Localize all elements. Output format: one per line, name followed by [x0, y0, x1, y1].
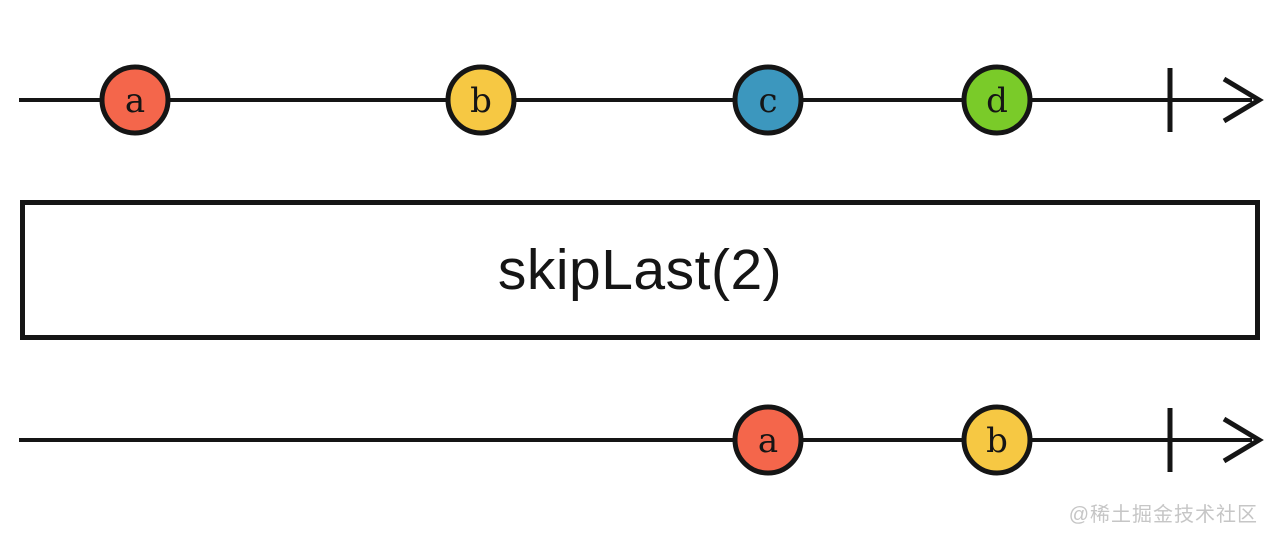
marble-label: b — [470, 81, 492, 121]
input-arrowhead-icon — [1222, 76, 1264, 124]
input-stream: a b c d — [19, 64, 1264, 136]
input-marble-b: b — [445, 64, 517, 136]
marble-label: a — [125, 81, 145, 121]
marble-label: c — [758, 81, 777, 121]
output-stream: a b — [19, 404, 1264, 476]
marble-circle — [732, 64, 804, 136]
input-marble-c: c — [732, 64, 804, 136]
input-marble-a: a — [99, 64, 171, 136]
marble-circle — [732, 404, 804, 476]
marble-label: b — [986, 421, 1008, 461]
marble-label: a — [758, 421, 778, 461]
marble-circle — [445, 64, 517, 136]
output-arrowhead-icon — [1222, 416, 1264, 464]
operator-label: skipLast(2) — [497, 238, 783, 302]
marble-label: d — [986, 81, 1008, 121]
watermark: @稀土掘金技术社区 — [1068, 504, 1258, 526]
input-marble-d: d — [961, 64, 1033, 136]
output-marble-a: a — [732, 404, 804, 476]
output-marble-b: b — [961, 404, 1033, 476]
marble-circle — [99, 64, 171, 136]
operator-box: skipLast(2) — [20, 200, 1260, 340]
marble-circle — [961, 404, 1033, 476]
marble-circle — [961, 64, 1033, 136]
